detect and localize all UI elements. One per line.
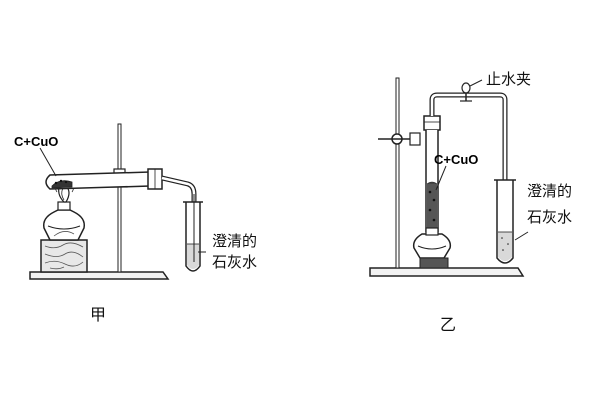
clamp-label: 止水夹 xyxy=(486,70,531,88)
limewater-label-b-line1: 澄清的 xyxy=(527,182,572,200)
alcohol-lamp-a xyxy=(42,201,86,241)
stand-rod-b xyxy=(395,77,400,269)
reagent-leader-b xyxy=(435,165,447,191)
caption-b: 乙 xyxy=(440,315,456,334)
reagent-label-b: C+CuO xyxy=(434,152,478,167)
stand-base-a xyxy=(29,271,170,280)
reagent-label-a: C+CuO xyxy=(14,134,58,149)
test-tube-a xyxy=(45,168,163,190)
apparatus-a: C+CuO 澄清的 石灰水 甲 xyxy=(14,123,257,324)
reaction-tube-b xyxy=(423,115,441,237)
limewater-tube-a xyxy=(183,194,203,272)
apparatus-b: 止水夹 C+CuO 澄清的 石灰水 乙 xyxy=(369,70,572,334)
limewater-label-b-line2: 石灰水 xyxy=(527,208,572,226)
wood-block-a xyxy=(40,239,88,273)
reagent-leader-a xyxy=(39,147,57,177)
stand-base-b xyxy=(369,267,525,277)
stand-rod-a xyxy=(117,123,122,273)
pinch-clamp xyxy=(460,82,472,102)
clamp-leader xyxy=(469,79,483,87)
delivery-tube-b xyxy=(429,92,508,256)
limewater-label-a-line1: 澄清的 xyxy=(212,232,257,250)
limewater-leader-b xyxy=(514,231,529,241)
alcohol-lamp-b xyxy=(412,227,452,259)
limewater-label-a-line2: 石灰水 xyxy=(212,253,257,271)
caption-a: 甲 xyxy=(90,305,106,324)
lamp-block-b xyxy=(419,257,449,269)
clamp-b xyxy=(378,132,421,146)
limewater-tube-b xyxy=(494,179,516,264)
